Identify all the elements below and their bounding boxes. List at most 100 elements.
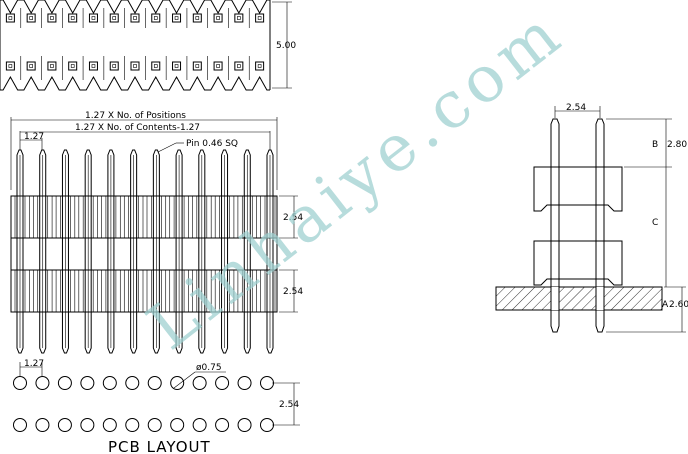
pin-dim-label: Pin 0.46 SQ <box>186 139 238 149</box>
front-pin <box>266 149 274 354</box>
pad-inner <box>133 64 137 68</box>
top-pad-row1 <box>88 13 98 23</box>
pad-inner <box>91 64 96 68</box>
pcb-hole-row2 <box>102 418 117 432</box>
pad-inner <box>153 64 158 68</box>
top-pad-row1 <box>151 13 161 23</box>
top-pad-row1 <box>109 13 119 23</box>
front-pin <box>16 149 24 354</box>
top-pad-row1 <box>26 13 36 23</box>
top-pad-row1 <box>234 13 244 23</box>
top-pad-row2 <box>68 61 78 71</box>
top-pad-row2 <box>88 61 98 71</box>
pad-inner <box>50 64 54 68</box>
top-pad-row2 <box>151 61 161 71</box>
pcb-hole-row1 <box>260 376 274 390</box>
front-pin <box>175 149 183 354</box>
pad-inner <box>8 16 13 20</box>
pitch-dim-label: 1.27 <box>24 132 44 142</box>
top-pad-row2 <box>5 61 15 71</box>
bottom-edge <box>0 75 270 91</box>
c-dim-label: C <box>652 218 658 228</box>
pcb-hole-row2 <box>192 418 207 432</box>
pcb-hole-row1 <box>102 376 117 390</box>
top-pad-row1 <box>130 13 140 23</box>
pad-inner <box>174 64 179 68</box>
b-dim-value: 2.80 <box>667 140 687 150</box>
pcb-hole-row2 <box>260 418 274 432</box>
pcb-hole-row1 <box>35 376 50 390</box>
top-pad-row1 <box>5 13 15 23</box>
front-pin <box>243 149 251 354</box>
pcb-hole-row1 <box>237 376 252 390</box>
top-pad-row2 <box>172 61 182 71</box>
pad-inner <box>237 64 241 68</box>
a-dim-label: A <box>662 300 669 310</box>
pad-inner <box>91 16 96 20</box>
pcb-hole-row2 <box>80 418 95 432</box>
pcb-hole-row2 <box>35 418 50 432</box>
front-pin <box>130 149 138 354</box>
row-gap-dim-label: 2.54 <box>279 400 299 410</box>
pad-inner <box>8 64 13 68</box>
side-view: 2.54 B 2.80 C A 2.60 <box>495 103 688 333</box>
pcb-layout-title: PCB LAYOUT <box>108 438 211 454</box>
pcb-hole-row1 <box>147 376 162 390</box>
top-pad-row1 <box>192 13 202 23</box>
pad-inner <box>70 64 75 68</box>
spacer-a-dim-label: 2.54 <box>283 213 303 223</box>
pad-inner <box>29 64 33 68</box>
front-pin <box>152 149 160 354</box>
top-pad-row2 <box>255 61 265 71</box>
pcb-hole-row1 <box>57 376 72 390</box>
pcb-layout: 1.27 ø0.75 2.54 PCB LAYOUT <box>13 359 300 454</box>
top-pad-row1 <box>68 13 78 23</box>
front-pin <box>198 149 206 354</box>
pcb-pitch-dim-label: 1.27 <box>24 359 44 369</box>
top-pad-row2 <box>192 61 202 71</box>
pad-inner <box>195 16 200 20</box>
top-pad-row1 <box>213 13 223 23</box>
pcb-hole-row2 <box>170 418 185 432</box>
top-pad-row1 <box>172 13 182 23</box>
pcb-hole-row1 <box>125 376 140 390</box>
front-pin <box>61 149 69 354</box>
pcb-hole-row2 <box>13 418 27 432</box>
front-pin <box>84 149 92 354</box>
front-pin <box>221 149 229 354</box>
b-dim-label: B <box>652 140 658 150</box>
top-pad-row2 <box>130 61 140 71</box>
height-dim-label: 5.00 <box>276 41 296 51</box>
spacer-b-dim-label: 2.54 <box>283 287 303 297</box>
top-pad-row1 <box>47 13 57 23</box>
pad-inner <box>257 64 262 68</box>
pad-inner <box>216 16 220 20</box>
pad-inner <box>112 16 117 20</box>
pcb-hole-row2 <box>57 418 72 432</box>
pad-inner <box>174 16 179 20</box>
pad-inner <box>237 16 241 20</box>
pcb-hole-row1 <box>192 376 207 390</box>
top-edge <box>0 0 270 15</box>
front-pin <box>107 149 115 354</box>
top-pad-row1 <box>255 13 265 23</box>
top-view: 5.00 <box>0 0 296 91</box>
pcb-hole-row2 <box>125 418 140 432</box>
pcb-hole-row1 <box>215 376 230 390</box>
contents-dim-label: 1.27 X No. of Contents-1.27 <box>75 123 200 133</box>
top-pad-row2 <box>213 61 223 71</box>
pad-inner <box>50 16 54 20</box>
pcb-hole-row2 <box>215 418 230 432</box>
pcb-hole-row1 <box>170 376 185 390</box>
pad-inner <box>70 16 75 20</box>
hole-dim-label: ø0.75 <box>196 363 222 373</box>
pcb-hole-row1 <box>13 376 27 390</box>
pad-inner <box>29 16 33 20</box>
front-pin <box>39 149 47 354</box>
a-dim-value: 2.60 <box>669 300 688 310</box>
top-pad-row2 <box>26 61 36 71</box>
front-view: 1.27 X No. of Positions 1.27 X No. of Co… <box>10 111 303 354</box>
pad-inner <box>133 16 137 20</box>
pad-inner <box>195 64 200 68</box>
